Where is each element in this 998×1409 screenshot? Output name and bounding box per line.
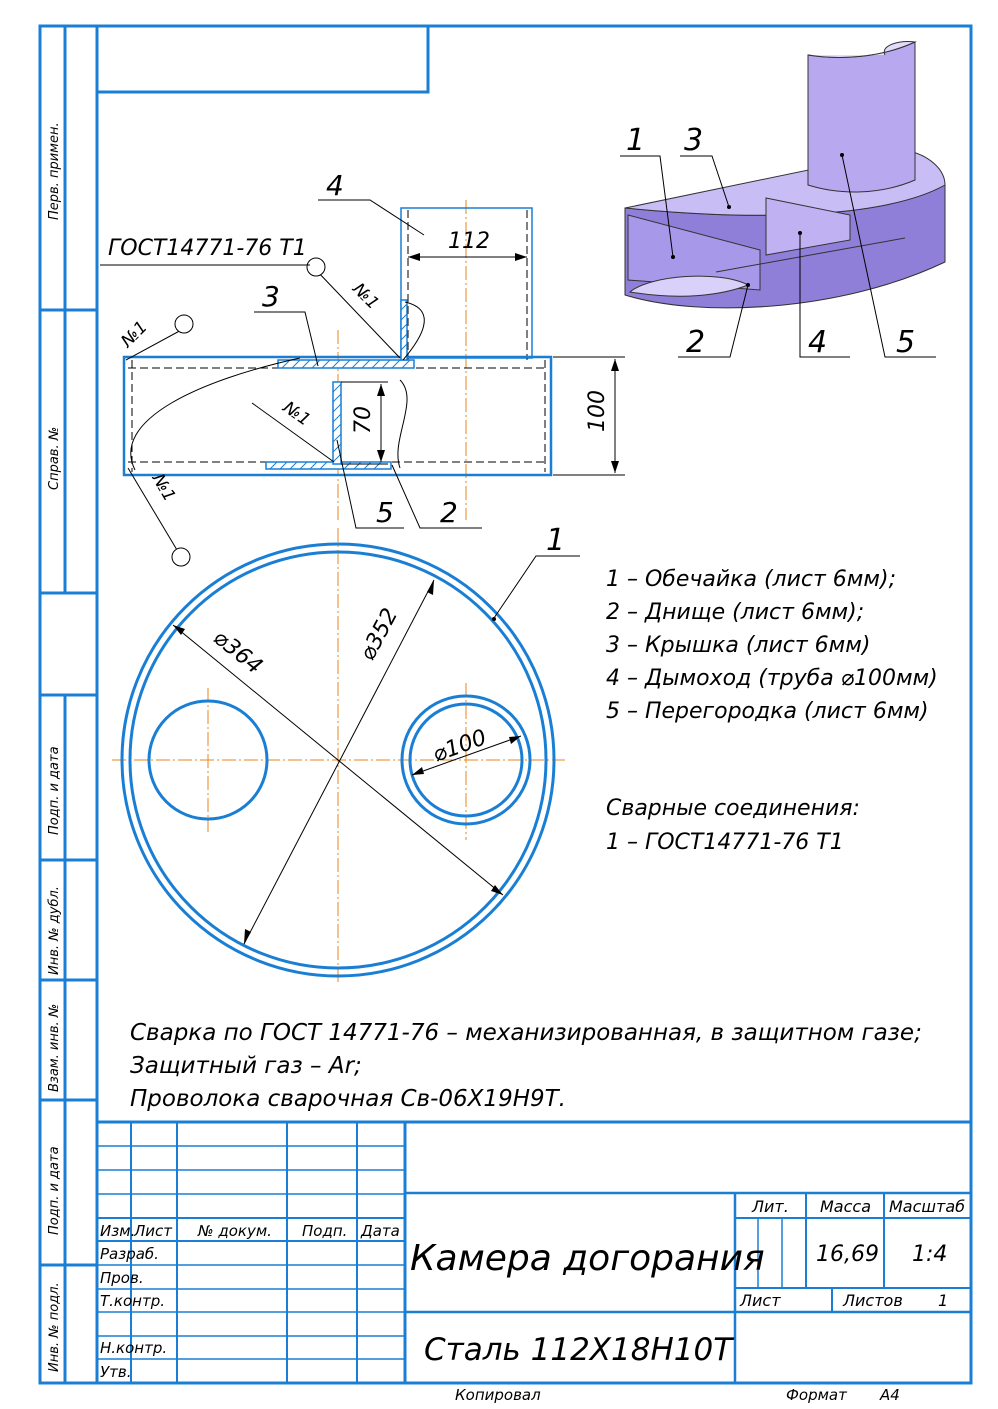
tb-massa-label: Масса: [820, 1197, 871, 1216]
tb-role-nkontr: Н.контр.: [100, 1339, 167, 1357]
side-label-inv-dubl: Инв. № дубл.: [47, 886, 62, 975]
tb-header-podp: Подп.: [302, 1222, 347, 1240]
tb-header-data: Дата: [360, 1222, 400, 1240]
iso-view: 1 3 2 4 5: [620, 41, 946, 360]
weld-joints-item: 1 – ГОСТ14771-76 Т1: [606, 830, 844, 855]
tb-role-razrab: Разраб.: [100, 1245, 159, 1263]
iso-leader-1: 1: [626, 123, 645, 158]
tb-massa-value: 16,69: [816, 1242, 879, 1267]
iso-leader-3: 3: [684, 123, 703, 158]
parts-list-item-2: 2 – Днище (лист 6мм);: [606, 600, 864, 625]
iso-leader-4: 4: [808, 325, 827, 360]
parts-list: 1 – Обечайка (лист 6мм); 2 – Днище (лист…: [606, 567, 938, 855]
footer-format-label: Формат: [786, 1386, 848, 1404]
side-label-vzam-inv: Взам. инв. №: [47, 1004, 62, 1092]
section-leader-5: 5: [376, 496, 394, 529]
dim-112: 112: [448, 229, 490, 254]
footer-kopiroval: Копировал: [455, 1386, 541, 1404]
tb-role-prov: Пров.: [100, 1269, 144, 1287]
tb-role-utv: Утв.: [100, 1363, 132, 1381]
weld-joints-title: Сварные соединения:: [606, 796, 860, 821]
tb-header-izm: Изм.: [100, 1222, 135, 1240]
tb-masshtab-label: Масштаб: [889, 1197, 965, 1216]
parts-list-item-5: 5 – Перегородка (лист 6мм): [606, 699, 929, 724]
dim-352: ⌀352: [355, 604, 403, 665]
parts-list-item-4: 4 – Дымоход (труба ⌀100мм): [606, 666, 938, 691]
plan-leader-1: 1: [546, 523, 565, 558]
tb-header-dokum: № докум.: [197, 1222, 272, 1240]
footer: Копировал Формат A4: [455, 1386, 900, 1404]
dim-70: 70: [351, 406, 376, 434]
technical-notes: Сварка по ГОСТ 14771-76 – механизированн…: [130, 1020, 922, 1112]
iso-leader-2: 2: [686, 325, 705, 360]
tb-lit-label: Лит.: [751, 1197, 789, 1216]
parts-list-item-1: 1 – Обечайка (лист 6мм);: [606, 567, 896, 592]
side-label-sprav-no: Справ. №: [47, 427, 62, 490]
tb-masshtab-value: 1:4: [912, 1242, 947, 1267]
title-block: Изм. Лист № докум. Подп. Дата Разраб. Пр…: [97, 1120, 971, 1383]
tb-listov-value: 1: [938, 1291, 948, 1310]
footer-format-value: A4: [879, 1386, 900, 1404]
section-view: ГОСТ14771-76 Т1 №1 №1 №1 №1 4 3 5 2 112 …: [100, 169, 625, 567]
note-2: Защитный газ – Ar;: [130, 1053, 362, 1079]
tb-role-tkontr: Т.контр.: [100, 1292, 165, 1310]
parts-list-item-3: 3 – Крышка (лист 6мм): [606, 633, 870, 658]
iso-leader-5: 5: [896, 325, 915, 360]
gost-weld-label: ГОСТ14771-76 Т1: [108, 236, 307, 261]
dim-364: ⌀364: [208, 625, 267, 679]
weld-mark-2: №1: [117, 317, 152, 352]
note-1: Сварка по ГОСТ 14771-76 – механизированн…: [130, 1020, 922, 1046]
side-label-inv-podl: Инв. № подл.: [47, 1282, 62, 1372]
tb-listov-label: Листов: [842, 1291, 903, 1310]
tb-list-label: Лист: [739, 1291, 781, 1310]
section-leader-4: 4: [326, 169, 344, 202]
side-label-perv-primen: Перв. примен.: [47, 122, 62, 220]
side-label-podp-data-2: Подп. и дата: [47, 1146, 62, 1235]
note-3: Проволока сварочная Св-06Х19Н9Т.: [130, 1086, 566, 1112]
section-leader-2: 2: [440, 496, 458, 529]
side-labels: Перв. примен. Справ. № Подп. и дата Инв.…: [47, 122, 62, 1372]
plan-view: ⌀364 ⌀352 ⌀100 1: [112, 523, 580, 985]
dim-100-plan: ⌀100: [430, 725, 490, 767]
tb-material: Сталь 112Х18Н10Т: [424, 1332, 734, 1368]
side-label-podp-data-1: Подп. и дата: [47, 746, 62, 835]
section-leader-3: 3: [262, 280, 280, 313]
tb-title: Камера догорания: [410, 1238, 765, 1279]
dim-100-height: 100: [585, 390, 610, 432]
sheet-frame: [38, 24, 973, 1385]
tb-header-list: Лист: [133, 1222, 173, 1240]
